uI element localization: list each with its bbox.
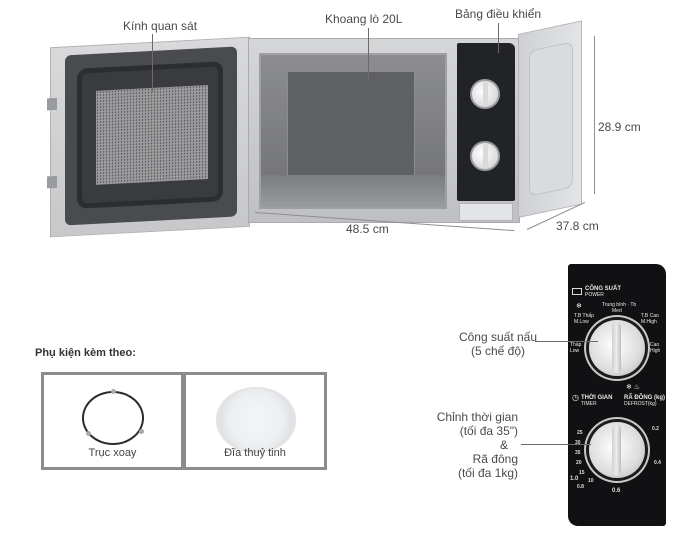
control-panel-label: Bảng điều khiển <box>455 7 542 21</box>
timer-scale-mark: 25 <box>577 430 583 436</box>
power-grid-icon <box>572 288 582 295</box>
cavity-label: Khoang lò 20L <box>325 12 403 26</box>
control-panel: CÔNG SUẤT POWER Trung bình · Tb Med ❄ T.… <box>568 264 666 526</box>
height-dimension: 28.9 cm <box>598 120 641 134</box>
power-level-mhigh-en: M.High <box>641 319 657 325</box>
timer-scale-mark: 15 <box>579 470 585 476</box>
power-level-mhigh: T.B Cao <box>641 313 659 319</box>
side-panel-inset <box>529 41 573 197</box>
door-inner-panel <box>65 46 237 226</box>
snowflake-icon: ❄ <box>576 303 582 310</box>
viewing-window-frame <box>77 61 223 209</box>
microwave-body <box>248 38 520 223</box>
cavity-back-wall <box>287 71 415 181</box>
power-subheading: POWER <box>585 292 604 298</box>
defrost-scale-mark: 0.2 <box>652 426 659 432</box>
power-heading: CÔNG SUẤT <box>585 286 621 292</box>
clock-icon: ◷ <box>572 393 579 402</box>
timer-defrost-knob[interactable] <box>589 422 645 478</box>
glass-plate-icon <box>216 387 296 453</box>
timer-callout-line: Chỉnh thời gian <box>436 410 518 424</box>
power-callout-line: Công suất nấu <box>458 330 538 344</box>
power-level-medium: Trung bình · Tb <box>602 302 637 308</box>
viewing-window-leader <box>152 34 153 92</box>
timer-callout: Chỉnh thời gian (tối đa 35") & Rã đông (… <box>430 410 518 480</box>
microwave-door <box>47 36 250 238</box>
microwave-cavity <box>259 53 447 209</box>
defrost-subheading: DEFROST(kg) <box>624 401 657 407</box>
cavity-floor <box>261 175 445 207</box>
defrost-scale-mark: 0.8 <box>577 484 584 490</box>
cavity-leader <box>368 28 369 80</box>
power-level-low: Thấp <box>570 342 582 348</box>
accessory-name: Đĩa thuỷ tinh <box>224 447 286 459</box>
timer-subheading: TIMER <box>581 401 597 407</box>
defrost-scale-mark: 0.4 <box>654 460 661 466</box>
power-knob-small <box>470 79 500 109</box>
timer-callout-line: (tối đa 1kg) <box>457 466 518 480</box>
door-latch <box>47 175 57 189</box>
control-panel-small <box>457 43 515 201</box>
power-callout-line: (5 chế độ) <box>470 344 526 358</box>
power-callout: Công suất nấu (5 chế độ) <box>452 330 544 358</box>
door-release-panel <box>459 203 513 221</box>
timer-knob-small <box>470 141 500 171</box>
timer-scale-mark: 10 <box>588 478 594 484</box>
ring-wheel <box>139 429 144 434</box>
defrost-scale-mark: 1.0 <box>570 476 579 482</box>
timer-scale-mark: 35 <box>575 450 581 456</box>
timer-callout-leader <box>521 444 591 445</box>
timer-callout-line: Rã đông <box>472 452 518 466</box>
power-level-high-en: High <box>650 348 661 354</box>
control-panel-leader <box>498 23 499 53</box>
defrost-heading: RÃ ĐÔNG (kg) <box>624 395 665 401</box>
timer-scale-mark: 20 <box>576 460 582 466</box>
door-latch <box>47 97 57 111</box>
timer-heading: THỜI GIAN <box>581 395 613 401</box>
viewing-window-label: Kính quan sát <box>123 19 198 33</box>
power-knob[interactable] <box>589 320 645 376</box>
accessory-name: Trục xoay <box>88 447 137 459</box>
power-level-low-en: Low <box>570 348 580 354</box>
ring-wheel <box>111 389 116 394</box>
ring-wheel <box>86 431 91 436</box>
timer-scale-mark: 30 <box>575 440 581 446</box>
defrost-scale-mark: 0.6 <box>612 488 621 494</box>
power-level-mlow: T.B Thấp <box>574 313 594 319</box>
power-level-mlow-en: M.Low <box>574 319 589 325</box>
turntable-ring-icon <box>82 389 144 445</box>
depth-dimension: 37.8 cm <box>556 219 599 233</box>
accessory-card-glass-plate: Đĩa thuỷ tinh <box>183 372 327 470</box>
timer-callout-line: & <box>499 438 508 452</box>
accessories-title: Phụ kiện kèm theo: <box>35 347 136 359</box>
defrost-icon: ❄ ♨ <box>626 384 641 391</box>
power-callout-leader <box>535 341 598 342</box>
viewing-window-mesh <box>96 84 208 185</box>
timer-callout-line: (tối đa 35") <box>459 424 518 438</box>
power-level-medium-en: Med <box>612 308 622 314</box>
microwave-side <box>518 20 582 219</box>
height-dimension-line <box>594 36 595 194</box>
power-level-high: Cao <box>650 342 660 348</box>
width-dimension: 48.5 cm <box>346 222 389 236</box>
accessory-card-turntable-ring: Trục xoay <box>41 372 184 470</box>
